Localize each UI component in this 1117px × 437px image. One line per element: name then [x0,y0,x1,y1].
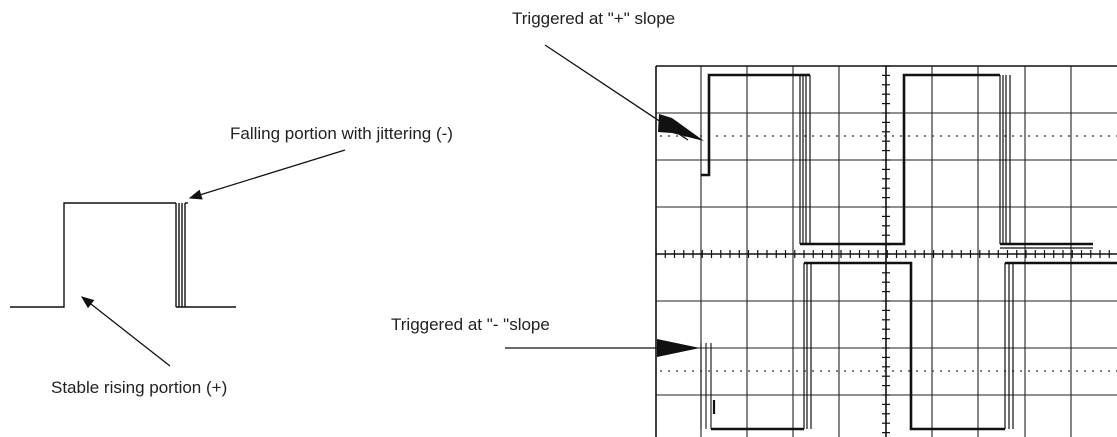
minus-slope-label: Triggered at "- "slope [391,315,550,334]
plus-slope-label: Triggered at "+" slope [512,9,675,28]
oscilloscope-screen [655,65,1117,437]
trace-plus-slope [701,73,1093,249]
rising-portion-label: Stable rising portion (+) [51,378,227,397]
falling-portion-arrow [188,149,346,200]
plus-trigger-marker-icon [658,114,704,141]
scope-axis-ticks [655,65,1110,434]
pulse-waveform [10,202,236,308]
falling-portion-label: Falling portion with jittering (-) [230,124,453,143]
rising-portion-arrow [80,296,171,367]
trace-minus-slope [700,261,1117,431]
minus-trigger-marker-icon [657,339,700,357]
